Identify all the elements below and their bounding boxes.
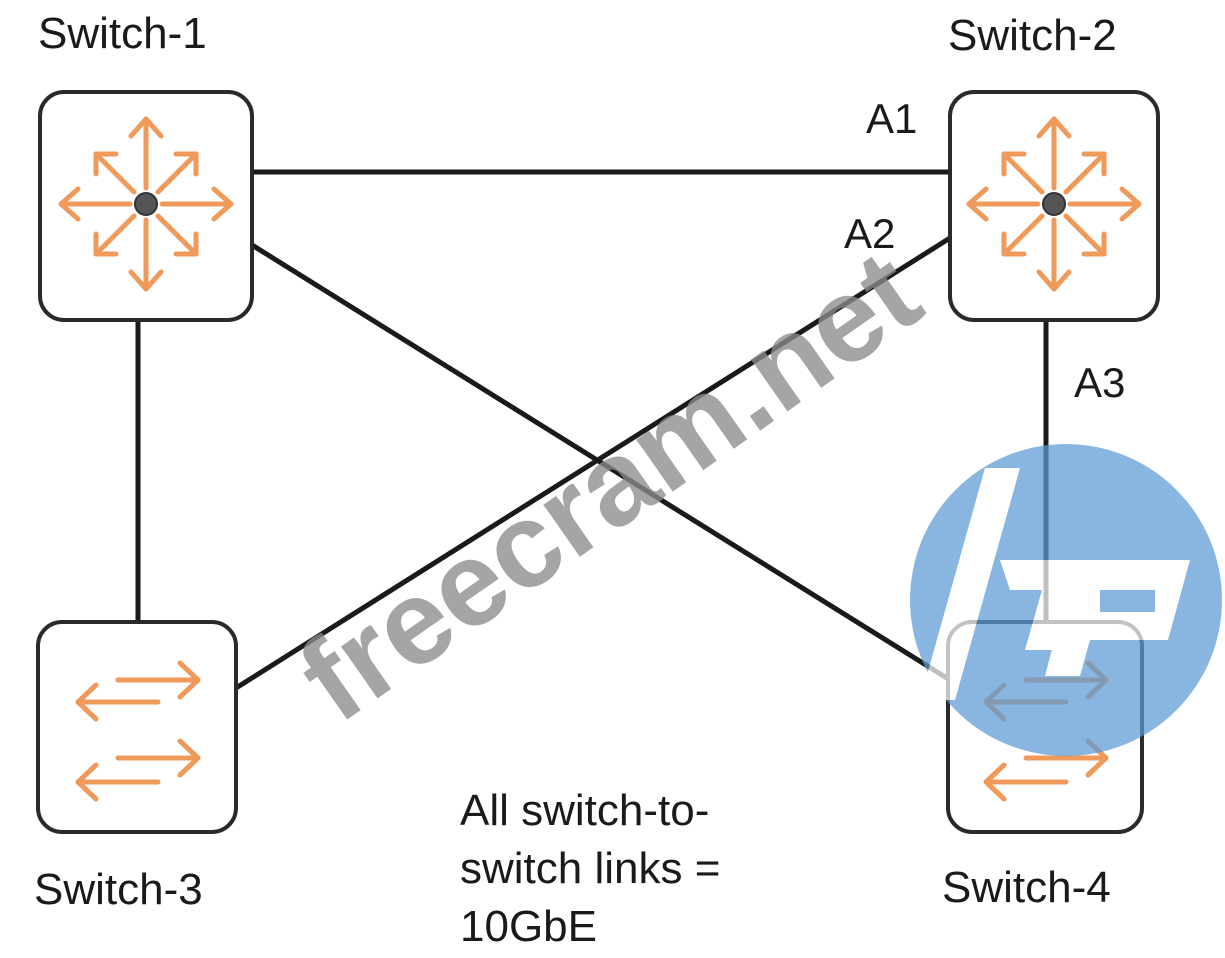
link-speed-note: All switch-to- switch links = 10GbE xyxy=(460,782,820,956)
switch-3-label: Switch-3 xyxy=(34,865,203,914)
link-switch1-switch4 xyxy=(249,242,953,683)
switch-1-label: Switch-1 xyxy=(38,9,207,58)
switch-3-node[interactable] xyxy=(36,620,238,834)
switch-4-label: Switch-4 xyxy=(942,863,1111,912)
switch-1-node[interactable] xyxy=(38,90,254,322)
note-line-2: switch links = xyxy=(460,844,721,893)
port-a3-label: A3 xyxy=(1074,359,1126,406)
note-line-1: All switch-to- xyxy=(460,786,710,835)
hp-logo xyxy=(910,444,1222,756)
port-a2-label: A2 xyxy=(844,210,896,257)
link-switch3-switch2 xyxy=(233,235,953,691)
links xyxy=(135,169,1049,691)
switch-2-label: Switch-2 xyxy=(948,11,1117,60)
note-line-3: 10GbE xyxy=(460,902,597,951)
switch-2-node[interactable] xyxy=(948,90,1160,322)
watermark: freecram.net xyxy=(276,224,943,747)
port-a1-label: A1 xyxy=(866,95,918,142)
